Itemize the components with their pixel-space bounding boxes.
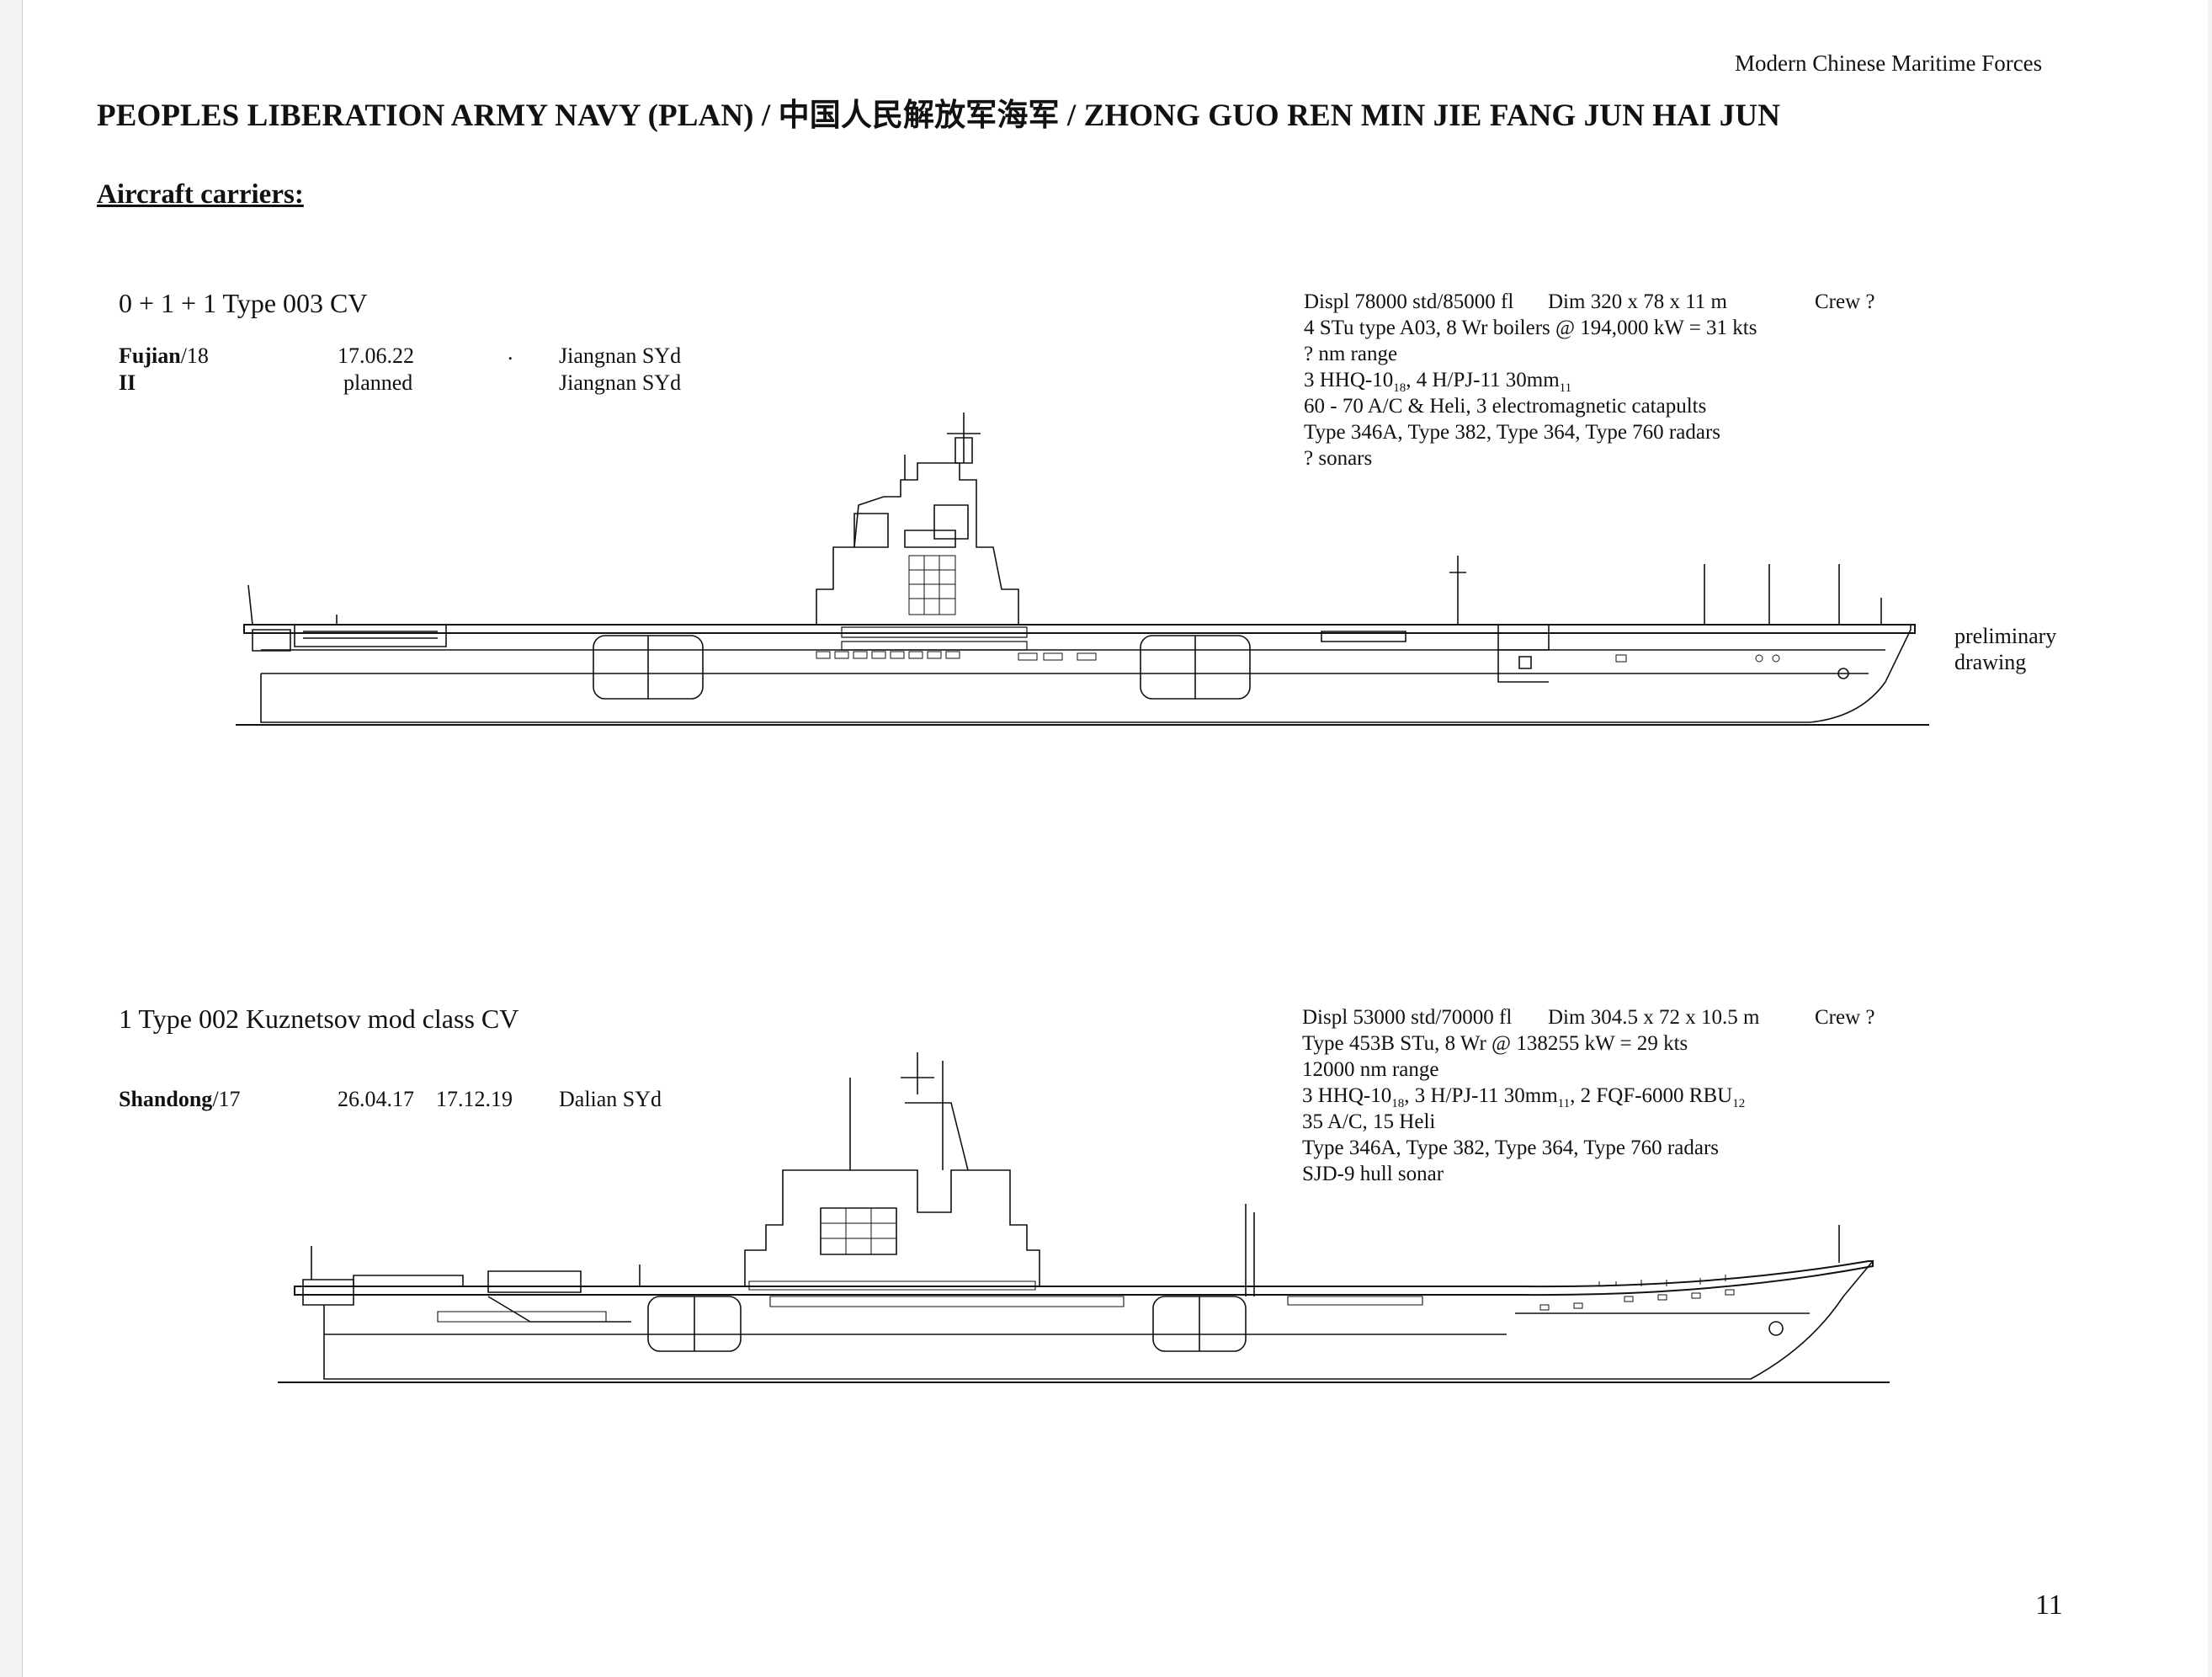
spec-armament: 3 HHQ-1018, 4 H/PJ-11 30mm11	[1304, 369, 1572, 395]
ship-number: /18	[180, 343, 209, 368]
spec-radars: Type 346A, Type 382, Type 364, Type 760 …	[1304, 421, 1721, 444]
drawing-note: preliminary drawing	[1954, 624, 2057, 674]
spec-dim: Dim 304.5 x 72 x 10.5 m	[1548, 1006, 1760, 1029]
ship-number: /17	[212, 1087, 241, 1111]
class-title-type-003: 0 + 1 + 1 Type 003 CV	[119, 288, 368, 318]
document-page	[22, 0, 2208, 1677]
page-title: PEOPLES LIBERATION ARMY NAVY (PLAN) / 中国…	[97, 98, 1781, 133]
spec-sonars: ? sonars	[1304, 447, 1373, 470]
spec-crew: Crew ?	[1815, 290, 1875, 313]
ship-yard: Jiangnan SYd	[559, 343, 682, 368]
ship-date-launched: 17.06.22	[338, 343, 414, 368]
spec-line-displ: Displ 78000 std/85000 fl Dim 320 x 78 x …	[1304, 289, 1893, 315]
ship-row-shandong: Shandong/17	[119, 1087, 241, 1112]
spec-sonars: SJD-9 hull sonar	[1302, 1163, 1444, 1185]
spec-armament: 3 HHQ-1018, 3 H/PJ-11 30mm11, 2 FQF-6000…	[1302, 1084, 1746, 1110]
ship-name: Shandong	[119, 1087, 213, 1111]
ship-status: planned	[343, 370, 413, 395]
spec-range: ? nm range	[1304, 343, 1398, 365]
ship-yard: Dalian SYd	[559, 1087, 662, 1111]
spec-range: 12000 nm range	[1302, 1058, 1439, 1081]
ship-yard: Jiangnan SYd	[559, 370, 682, 395]
spec-machinery: 4 STu type A03, 8 Wr boilers @ 194,000 k…	[1304, 317, 1757, 339]
spec-block-type-003: Displ 78000 std/85000 fl Dim 320 x 78 x …	[1304, 289, 1893, 471]
spec-machinery: Type 453B STu, 8 Wr @ 138255 kW = 29 kts	[1302, 1032, 1688, 1055]
ship-date-commissioned: 17.12.19	[436, 1087, 513, 1111]
spec-dim: Dim 320 x 78 x 11 m	[1548, 290, 1727, 313]
page-number: 11	[2035, 1589, 2063, 1621]
spec-aircraft: 35 A/C, 15 Heli	[1302, 1110, 1436, 1133]
spec-line-displ: Displ 53000 std/70000 fl Dim 304.5 x 72 …	[1302, 1004, 1891, 1030]
section-title: Aircraft carriers:	[97, 179, 304, 210]
ship-date-launched: 26.04.17	[338, 1087, 414, 1111]
series-title: Modern Chinese Maritime Forces	[1735, 51, 2043, 76]
spec-aircraft: 60 - 70 A/C & Heli, 3 electromagnetic ca…	[1304, 395, 1707, 418]
ship-dot: .	[508, 340, 513, 365]
ship-name: II	[119, 370, 136, 395]
spec-radars: Type 346A, Type 382, Type 364, Type 760 …	[1302, 1137, 1720, 1159]
spec-crew: Crew ?	[1815, 1006, 1875, 1029]
spec-displ: Displ 78000 std/85000 fl	[1304, 290, 1514, 313]
spec-displ: Displ 53000 std/70000 fl	[1302, 1006, 1513, 1029]
ship-row-fujian: Fujian/18	[119, 343, 209, 369]
ship-row-ii: II	[119, 370, 136, 396]
ship-name: Fujian	[119, 343, 181, 368]
aircraft-carrier-type-003-icon	[236, 404, 1936, 732]
aircraft-carrier-type-002-icon	[278, 1044, 1894, 1389]
class-title-type-002: 1 Type 002 Kuznetsov mod class CV	[119, 1004, 519, 1034]
spec-block-type-002: Displ 53000 std/70000 fl Dim 304.5 x 72 …	[1302, 1004, 1891, 1187]
